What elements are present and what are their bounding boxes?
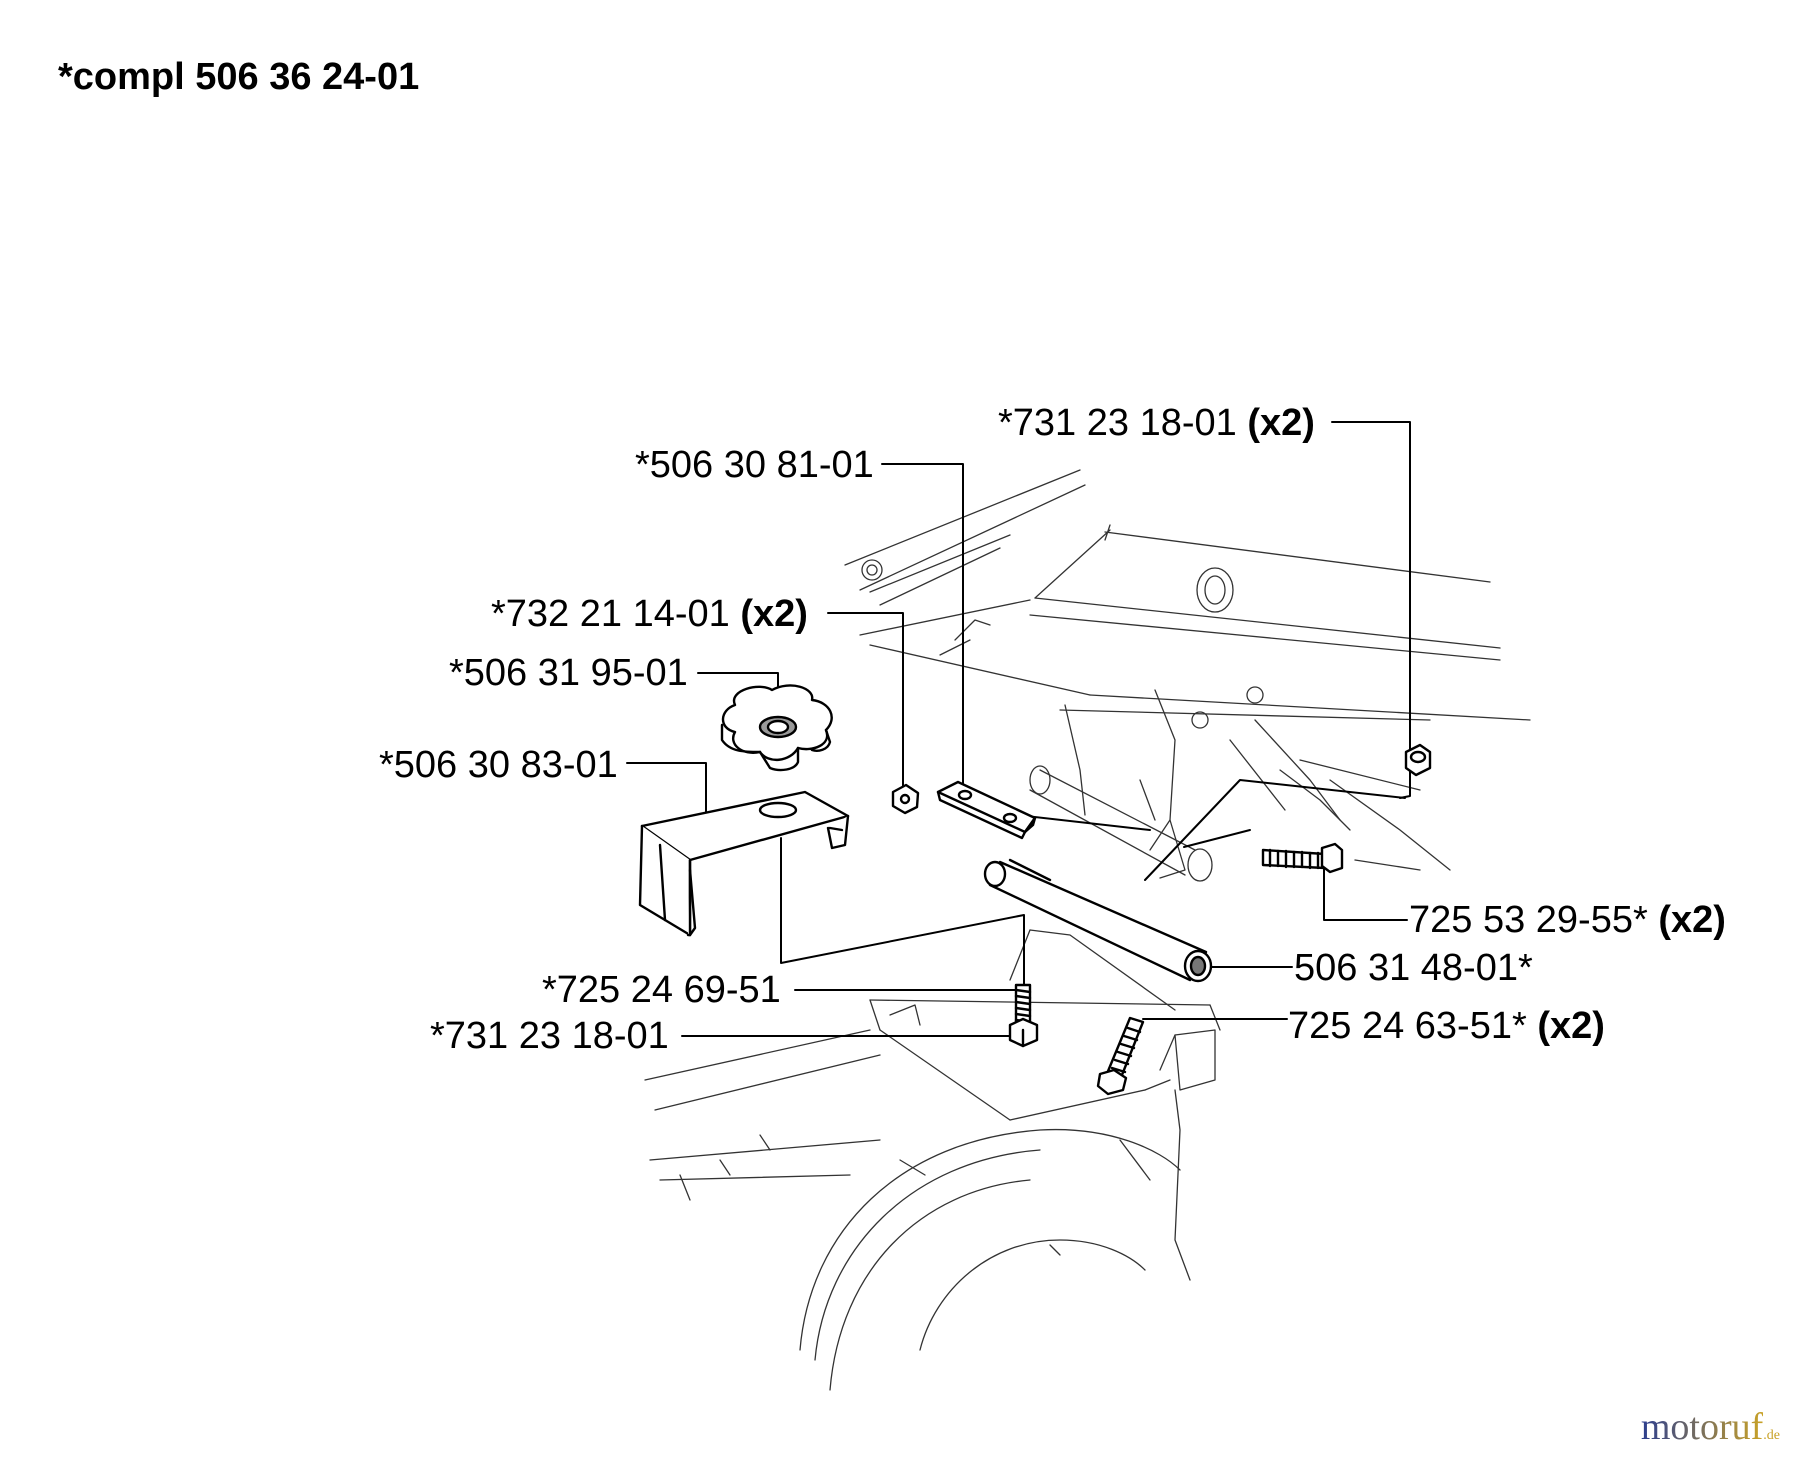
leader-p3 xyxy=(827,612,904,788)
bolt-angled-part xyxy=(1096,1016,1145,1096)
part-number: *731 23 18-01 xyxy=(998,402,1237,444)
part-quantity: (x2) xyxy=(740,593,808,635)
star-knob-part xyxy=(720,684,833,772)
leader-p2 xyxy=(881,463,964,787)
part-number: *725 24 69-51 xyxy=(542,969,781,1011)
part-label-p3: *732 21 14-01 (x2) xyxy=(491,592,808,636)
part-number: *731 23 18-01 xyxy=(430,1015,669,1057)
machine-background xyxy=(644,469,1531,1391)
leader-p5b xyxy=(780,837,1025,987)
leader-p5 xyxy=(626,762,707,813)
clamp-plate-part xyxy=(936,780,1037,840)
leader-lines xyxy=(626,421,1411,1037)
part-label-p10: *731 23 18-01 xyxy=(430,1014,669,1058)
part-label-p8: *725 24 69-51 xyxy=(542,968,781,1012)
part-label-p1: *731 23 18-01 (x2) xyxy=(998,401,1315,445)
assembly-title: *compl 506 36 24-01 xyxy=(58,56,420,98)
part-label-p9: 725 24 63-51* (x2) xyxy=(1288,1004,1605,1048)
part-label-p5: *506 30 83-01 xyxy=(379,743,618,787)
part-quantity: (x2) xyxy=(1537,1005,1605,1047)
hex-nut-right-part xyxy=(1404,743,1432,777)
part-number: *732 21 14-01 xyxy=(491,593,730,635)
leader-nut-right xyxy=(1183,829,1251,848)
u-bracket-part xyxy=(638,790,850,937)
part-number: *506 30 81-01 xyxy=(635,444,874,486)
part-number: *506 31 95-01 xyxy=(449,652,688,694)
small-nut-part xyxy=(891,783,920,815)
part-quantity: (x2) xyxy=(1658,899,1726,941)
part-number: *506 30 83-01 xyxy=(379,744,618,786)
tube-part xyxy=(983,858,1213,983)
watermark-logo: motoruf.de xyxy=(1641,1405,1780,1449)
hex-nut-bottom-part xyxy=(1008,1017,1039,1048)
leader-p6 xyxy=(1323,867,1408,921)
part-label-p7: 506 31 48-01* xyxy=(1294,946,1533,990)
watermark-text: motoruf xyxy=(1640,1406,1764,1448)
part-number: 506 31 48-01* xyxy=(1294,947,1533,989)
bolt-horizontal-part xyxy=(1261,842,1344,874)
watermark-tld: .de xyxy=(1763,1428,1780,1443)
leader-tube-top xyxy=(1144,779,1406,881)
part-number: 725 24 63-51* xyxy=(1288,1005,1527,1047)
part-label-p6: 725 53 29-55* (x2) xyxy=(1409,898,1726,942)
part-label-p2: *506 30 81-01 xyxy=(635,443,874,487)
parts-drawing xyxy=(638,684,1432,1096)
part-label-p4: *506 31 95-01 xyxy=(449,651,688,695)
part-quantity: (x2) xyxy=(1247,402,1315,444)
part-number: 725 53 29-55* xyxy=(1409,899,1648,941)
leader-p1 xyxy=(1331,421,1411,799)
